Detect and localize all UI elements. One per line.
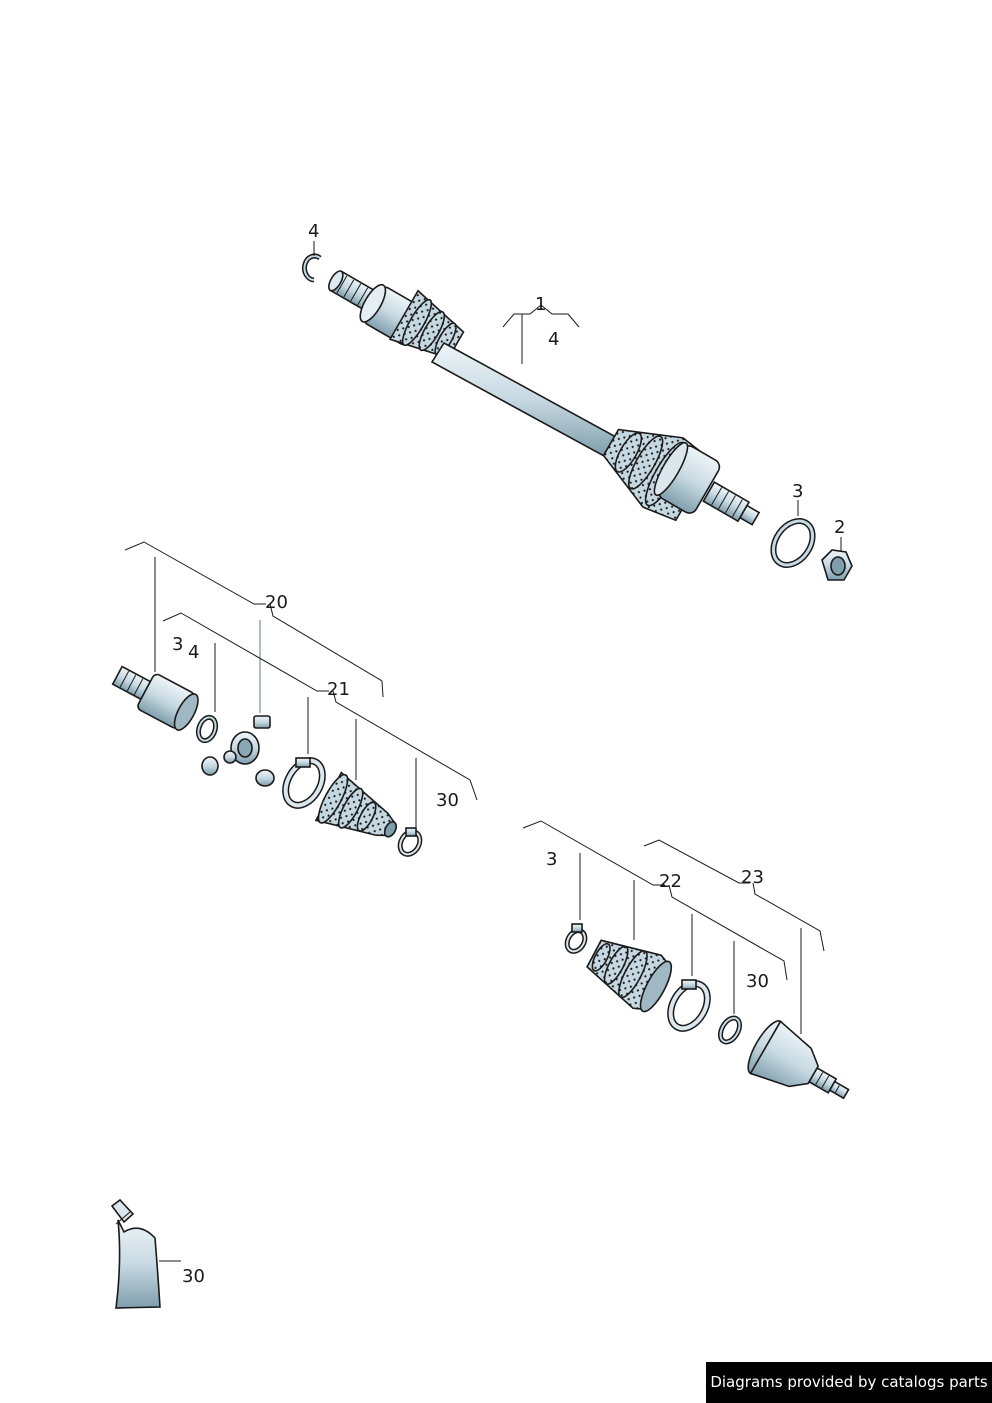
inner-boot-clamp-small[interactable]: [396, 827, 424, 858]
label-inner-grease[interactable]: 30: [436, 790, 459, 811]
outer-joint-kit[interactable]: [717, 1015, 861, 1120]
inner-joint-kit[interactable]: [108, 658, 275, 787]
label-grease-tube[interactable]: 30: [182, 1266, 205, 1287]
diagram-labels: 4 1 4 3 2 20 3 4 21 30 3 22 23 30 30: [172, 221, 845, 1287]
shaft-outer-stub: [702, 481, 761, 526]
label-shaft-ring[interactable]: 3: [792, 481, 803, 502]
outer-joint-housing: [747, 1020, 850, 1100]
label-outer-joint-kit[interactable]: 23: [741, 867, 764, 888]
middle-leader-lines: [124, 541, 478, 827]
shaft-spline-end: [328, 270, 376, 311]
label-outer-grease[interactable]: 30: [746, 971, 769, 992]
outer-boot-kit[interactable]: [564, 923, 715, 1035]
label-outer-boot-kit[interactable]: 22: [659, 871, 682, 892]
shaft-outer-joint: [653, 441, 721, 514]
lower-leader-lines: [522, 820, 825, 1034]
label-shaft-assembly[interactable]: 1: [535, 294, 546, 315]
inner-joint-housing: [111, 665, 199, 731]
outer-boot-clamp-large[interactable]: [663, 977, 715, 1035]
outer-boot-clamp-small[interactable]: [564, 923, 589, 955]
label-inner-joint-kit[interactable]: 20: [265, 592, 288, 613]
shaft-nut-part[interactable]: [821, 549, 853, 581]
label-inner-joint-circlip[interactable]: 4: [188, 642, 199, 663]
inner-joint-spider-part[interactable]: [201, 715, 275, 787]
shaft-ring-part[interactable]: [765, 514, 820, 573]
inner-joint-circlip-part[interactable]: [195, 714, 219, 744]
label-inner-boot-kit[interactable]: 21: [327, 679, 350, 700]
outer-boot-part: [586, 939, 673, 1013]
inner-boot-kit[interactable]: [278, 754, 424, 858]
drive-shaft-assembly[interactable]: [302, 253, 853, 581]
label-shaft-assembly-qty: 4: [548, 329, 559, 350]
label-shaft-nut[interactable]: 2: [834, 517, 845, 538]
inner-boot-clamp-large[interactable]: [278, 754, 330, 812]
top-leader-lines: [313, 241, 842, 552]
outer-joint-circlip-part[interactable]: [717, 1015, 744, 1046]
inner-boot-part: [314, 771, 398, 838]
label-outer-boot-ring[interactable]: 3: [546, 849, 557, 870]
top-circlip-part[interactable]: [302, 253, 322, 283]
shaft-inner-boot: [388, 289, 465, 359]
label-inner-joint-ring[interactable]: 3: [172, 634, 183, 655]
grease-tube-part[interactable]: [110, 1198, 181, 1309]
label-top-circlip[interactable]: 4: [308, 221, 319, 242]
credit-banner: Diagrams provided by catalogs parts: [706, 1362, 992, 1403]
